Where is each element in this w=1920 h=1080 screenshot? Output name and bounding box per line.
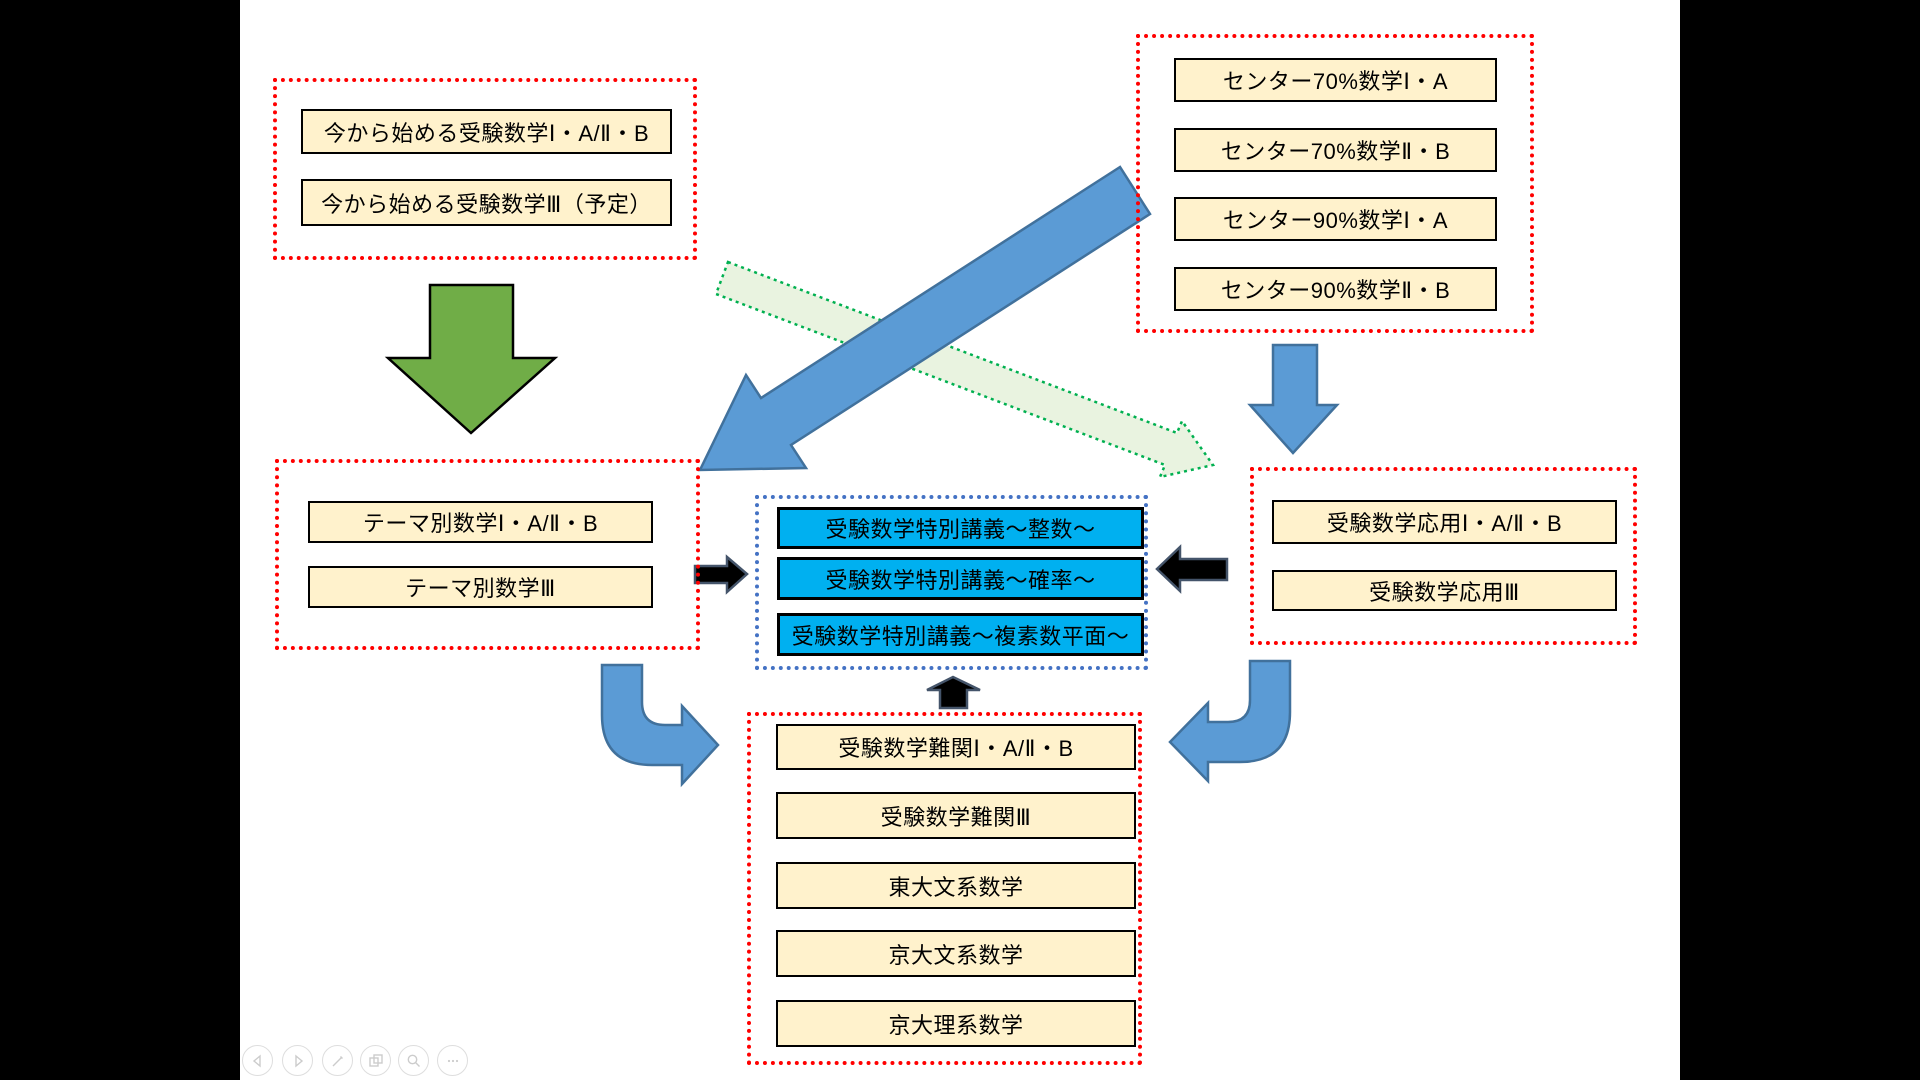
- next-slide-button[interactable]: [282, 1045, 313, 1076]
- blue-elbow-arrow-theme-to-nankan: [600, 663, 720, 788]
- course-box: 受験数学応用Ⅰ・A/Ⅱ・B: [1272, 500, 1617, 544]
- previous-icon: [252, 1054, 261, 1067]
- blue-arrow-topright-to-center: [697, 165, 1152, 472]
- course-box: 受験数学特別講義～整数～: [777, 507, 1144, 549]
- slide-canvas: 今から始める受験数学Ⅰ・A/Ⅱ・B 今から始める受験数学Ⅲ（予定） センター70…: [240, 0, 1680, 1080]
- course-box: テーマ別数学Ⅰ・A/Ⅱ・B: [308, 501, 653, 543]
- more-options-button[interactable]: [437, 1045, 468, 1076]
- see-all-slides-icon: [368, 1053, 383, 1067]
- pen-button[interactable]: [322, 1045, 353, 1076]
- group-theme: テーマ別数学Ⅰ・A/Ⅱ・B テーマ別数学Ⅲ: [275, 459, 700, 650]
- course-box: テーマ別数学Ⅲ: [308, 566, 653, 608]
- pale-green-dotted-arrow: [714, 260, 1216, 479]
- group-center-test: センター70%数学Ⅰ・A センター70%数学Ⅱ・B センター90%数学Ⅰ・A セ…: [1136, 34, 1534, 333]
- course-box: 受験数学特別講義～確率～: [777, 557, 1144, 600]
- course-box: 今から始める受験数学Ⅰ・A/Ⅱ・B: [301, 109, 672, 154]
- green-block-arrow-down: [384, 283, 559, 435]
- group-nankan: 受験数学難関Ⅰ・A/Ⅱ・B 受験数学難関Ⅲ 東大文系数学 京大文系数学 京大理系…: [747, 712, 1142, 1065]
- zoom-icon: [407, 1054, 420, 1067]
- see-all-slides-button[interactable]: [360, 1045, 391, 1076]
- course-box: 東大文系数学: [776, 862, 1136, 909]
- course-box: 今から始める受験数学Ⅲ（予定）: [301, 179, 672, 226]
- group-ouyou: 受験数学応用Ⅰ・A/Ⅱ・B 受験数学応用Ⅲ: [1250, 467, 1637, 645]
- zoom-button[interactable]: [398, 1045, 429, 1076]
- blue-arrow-down-to-ouyou: [1247, 343, 1340, 455]
- course-box: 京大文系数学: [776, 930, 1136, 977]
- course-box: 京大理系数学: [776, 1000, 1136, 1047]
- group-special: 受験数学特別講義～整数～ 受験数学特別講義～確率～ 受験数学特別講義～複素数平面…: [755, 495, 1148, 670]
- course-box: 受験数学難関Ⅰ・A/Ⅱ・B: [776, 724, 1136, 770]
- black-arrow-ouyou-to-special: [1155, 544, 1229, 594]
- course-box: 受験数学特別講義～複素数平面～: [777, 613, 1144, 656]
- blue-elbow-arrow-ouyou-to-nankan: [1168, 659, 1292, 785]
- pen-icon: [332, 1055, 343, 1066]
- course-box: センター90%数学Ⅱ・B: [1174, 267, 1497, 311]
- previous-slide-button[interactable]: [242, 1045, 273, 1076]
- black-arrow-theme-to-special: [693, 554, 749, 595]
- group-imakara: 今から始める受験数学Ⅰ・A/Ⅱ・B 今から始める受験数学Ⅲ（予定）: [273, 78, 697, 260]
- black-arrow-nankan-to-special: [926, 675, 981, 710]
- course-box: 受験数学難関Ⅲ: [776, 792, 1136, 839]
- next-icon: [294, 1054, 303, 1067]
- course-box: センター70%数学Ⅰ・A: [1174, 58, 1497, 102]
- course-box: センター90%数学Ⅰ・A: [1174, 197, 1497, 241]
- course-box: 受験数学応用Ⅲ: [1272, 570, 1617, 611]
- arrow-layer: [384, 165, 1340, 788]
- course-box: センター70%数学Ⅱ・B: [1174, 128, 1497, 172]
- more-options-icon: [447, 1059, 458, 1062]
